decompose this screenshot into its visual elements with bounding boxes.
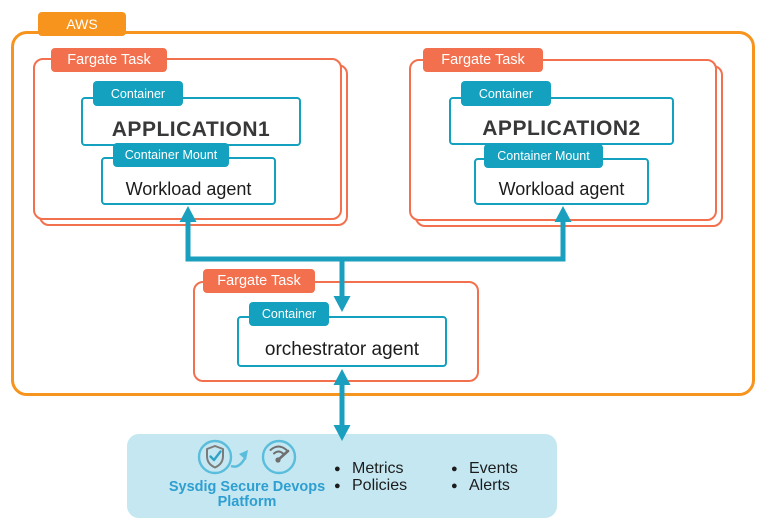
gauge-icon xyxy=(269,445,290,463)
shield-check-icon xyxy=(206,445,224,469)
fargate-task-2-badge-label: Fargate Task xyxy=(441,52,525,68)
list-item: ● Policies xyxy=(334,477,407,494)
sysdig-logo xyxy=(197,439,297,475)
container-badge-app1-label: Container xyxy=(110,86,166,101)
aws-boundary-box xyxy=(11,31,755,396)
platform-name-line2: Platform xyxy=(217,494,277,510)
application2-title: APPLICATION2 xyxy=(482,117,641,140)
list-item: ● Metrics xyxy=(334,460,407,477)
platform-bullets-col2: ● Events ● Alerts xyxy=(451,460,518,494)
container-badge-orchestrator-label: Container xyxy=(261,307,317,321)
fargate-task-2-badge: Fargate Task xyxy=(423,48,543,72)
workload-agent-2-title: Workload agent xyxy=(498,179,625,199)
sysdig-platform-box: Sysdig Secure Devops Platform ● Metrics … xyxy=(127,434,557,518)
infinity-loop-icon xyxy=(197,439,297,475)
container-badge-app2-label: Container xyxy=(478,86,534,101)
bullet-dot: ● xyxy=(334,479,341,492)
workload-agent-1-title: Workload agent xyxy=(125,178,252,199)
bullet-label-policies: Policies xyxy=(352,476,408,494)
platform-name-line1: Sysdig Secure Devops xyxy=(168,479,326,495)
platform-bullets-col1: ● Metrics ● Policies xyxy=(334,460,407,494)
container-badge-orchestrator: Container xyxy=(249,302,329,326)
platform-name: Sysdig Secure Devops Platform xyxy=(137,480,357,510)
fargate-task-3-badge: Fargate Task xyxy=(203,269,315,293)
application1-title: APPLICATION1 xyxy=(111,117,271,141)
container-mount-badge-1-label: Container Mount xyxy=(124,148,218,162)
aws-badge: AWS xyxy=(38,12,126,36)
bullet-label-events: Events xyxy=(469,459,518,477)
list-item: ● Events xyxy=(451,460,518,477)
container-mount-badge-2: Container Mount xyxy=(484,144,603,168)
bullet-dot: ● xyxy=(334,462,341,475)
application1-container-box: APPLICATION1 xyxy=(81,97,301,146)
container-mount-badge-2-label: Container Mount xyxy=(497,149,590,163)
bullet-label-metrics: Metrics xyxy=(352,459,404,477)
container-mount-badge-1: Container Mount xyxy=(113,143,229,167)
list-item: ● Alerts xyxy=(451,477,518,494)
aws-badge-label: AWS xyxy=(66,16,98,32)
container-badge-app2: Container xyxy=(461,81,551,106)
bullet-dot: ● xyxy=(451,462,458,475)
orchestrator-agent-title: orchestrator agent xyxy=(264,338,420,360)
fargate-task-3-badge-label: Fargate Task xyxy=(217,273,301,289)
container-badge-app1: Container xyxy=(93,81,183,106)
bullet-label-alerts: Alerts xyxy=(469,476,510,494)
bullet-dot: ● xyxy=(451,479,458,492)
fargate-task-1-badge-label: Fargate Task xyxy=(67,52,151,68)
fargate-task-1-badge: Fargate Task xyxy=(51,48,167,72)
